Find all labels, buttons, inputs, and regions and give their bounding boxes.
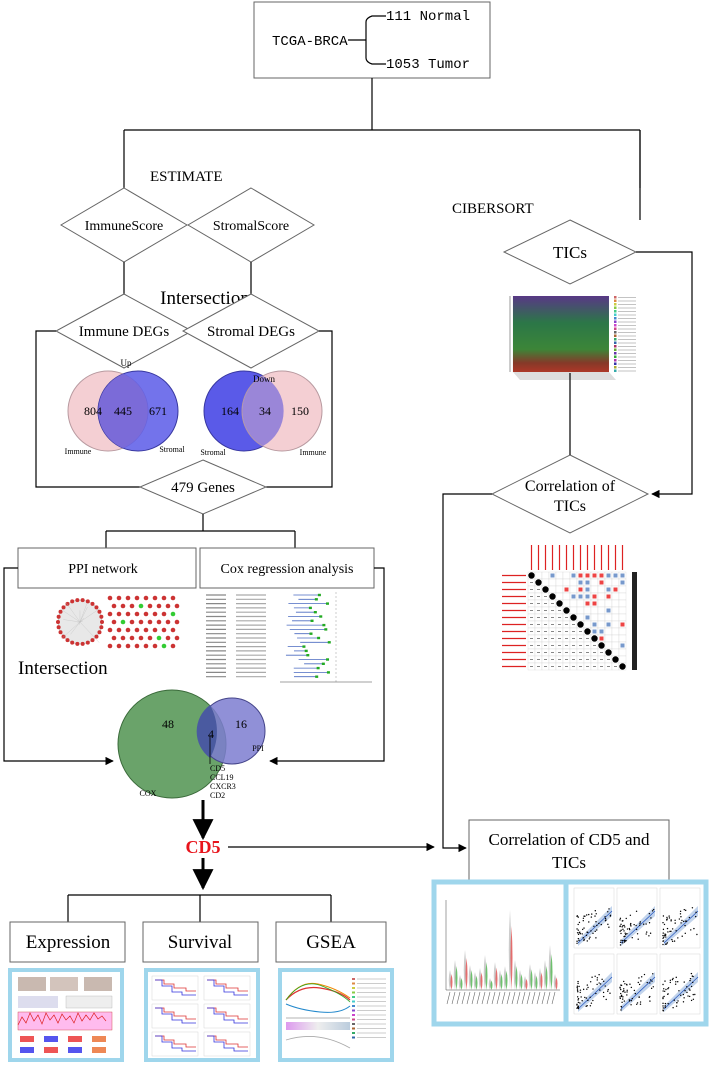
svg-text:Cox regression analysis: Cox regression analysis [221,562,354,577]
venn-up-left-label: Immune [65,447,92,456]
cd5-tics-violin-thumbnail [434,882,566,1024]
survival-thumbnail [146,970,258,1060]
venn-down-overlap-value: 34 [259,404,271,418]
tumor-count-label: 1053 Tumor [386,57,470,73]
expression-thumbnail [10,970,122,1060]
venn-up-title: Up [121,358,132,368]
svg-text:ImmuneScore: ImmuneScore [85,219,164,234]
svg-text:Expression: Expression [26,932,111,953]
venn-final-gene-3: CXCR3 [210,782,236,791]
venn-down-left-label: Stromal [200,448,226,457]
venn-final-overlap-value: 4 [208,727,214,741]
correlation-tics-diamond: Correlation of TICs [492,455,648,533]
svg-text:Survival: Survival [168,932,232,953]
normal-count-label: 111 Normal [386,9,470,25]
svg-text:TICs: TICs [552,853,586,872]
venn-final-gene-1: CD5 [210,764,225,773]
venn-final-gene-4: CD2 [210,791,225,800]
svg-text:Stromal DEGs: Stromal DEGs [207,324,295,340]
svg-text:StromalScore: StromalScore [213,219,289,234]
venn-final-right-label: PPI [252,744,264,753]
tics-diamond: TICs [504,220,636,284]
cibersort-label: CIBERSORT [452,201,534,217]
venn-final: 48 4 16 COX PPI CD5 CCL19 CXCR3 CD2 [118,690,265,800]
ppi-network-box: PPI network [18,548,196,588]
venn-down-right-label: Immune [300,448,327,457]
gsea-thumbnail [280,970,392,1060]
svg-text:TICs: TICs [553,243,587,262]
estimate-label: ESTIMATE [150,169,223,185]
venn-final-left-label: COX [140,789,157,798]
intersection-label-2: Intersection [18,658,108,679]
venn-final-gene-2: CCL19 [210,773,234,782]
venn-down: Down 164 34 150 Stromal Immune [200,371,326,457]
svg-text:Correlation of CD5 and: Correlation of CD5 and [489,830,650,849]
venn-up-overlap-value: 445 [114,404,132,418]
venn-up: Up 804 445 671 Immune Stromal [65,358,186,456]
venn-down-right-value: 150 [291,404,309,418]
svg-text:TICs: TICs [554,498,586,515]
tcga-label: TCGA-BRCA [272,34,348,50]
venn-down-title: Down [253,374,275,384]
venn-up-right-label: Stromal [159,445,185,454]
cox-forest-plot-thumbnail [206,592,372,682]
cd5-tics-scatter-thumbnail [566,882,706,1024]
tcga-source-box: TCGA-BRCA 111 Normal 1053 Tumor [254,2,490,78]
survival-box: Survival [143,922,258,962]
svg-text:Immune DEGs: Immune DEGs [79,324,170,340]
svg-text:GSEA: GSEA [306,932,356,953]
svg-text:479 Genes: 479 Genes [171,480,235,496]
venn-final-right-value: 16 [235,717,247,731]
stromal-score-diamond: StromalScore [188,188,314,262]
ppi-network-thumbnail [56,596,179,649]
genes-diamond: 479 Genes [140,460,266,514]
svg-text:PPI network: PPI network [68,562,138,577]
cibersort-stacked-bar-thumbnail [510,296,636,380]
cd5-tics-correlation-box: Correlation of CD5 and TICs [469,820,669,880]
venn-down-left-value: 164 [221,404,239,418]
venn-up-right-value: 671 [149,404,167,418]
cox-regression-box: Cox regression analysis [200,548,374,588]
venn-up-left-value: 804 [84,404,102,418]
svg-text:Correlation of: Correlation of [525,478,616,495]
tic-correlation-heatmap-thumbnail [502,545,637,670]
expression-box: Expression [10,922,125,962]
venn-final-left-value: 48 [162,717,174,731]
immune-score-diamond: ImmuneScore [61,188,187,262]
gsea-box: GSEA [276,922,386,962]
hub-gene-cd5: CD5 [186,837,221,857]
